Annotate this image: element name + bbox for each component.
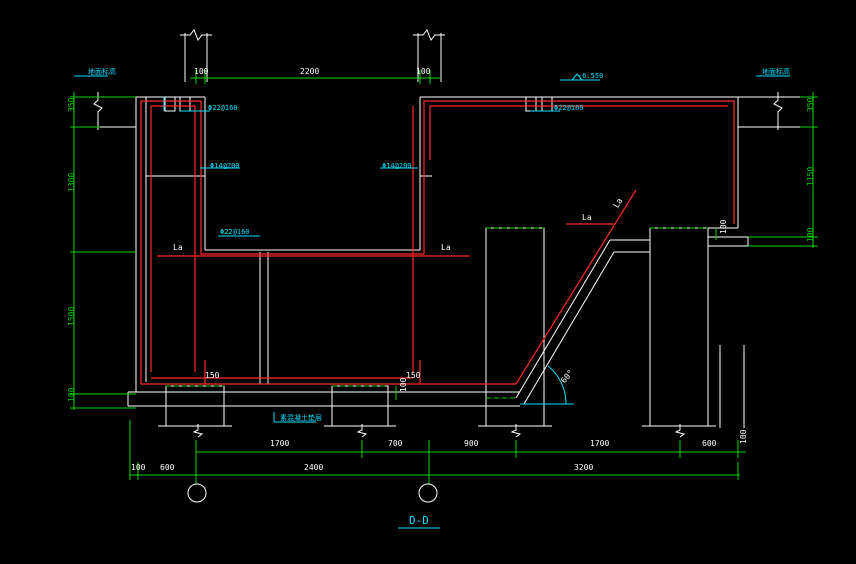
dim-base: 100 — [399, 377, 408, 392]
rebar-label-top-right: Φ22@160 — [554, 104, 584, 112]
grid-axes — [187, 440, 438, 503]
rebar-label-mid: Φ22@160 — [220, 228, 250, 236]
annotation-leaders — [74, 73, 790, 423]
la-label-right: La — [441, 243, 451, 252]
dim-bottom-6: 100 — [739, 429, 748, 444]
dim-right-low: 100 — [806, 227, 815, 242]
dim-bottom-3: 900 — [464, 439, 479, 448]
dim-bottom-row2-3: 2400 — [304, 463, 323, 472]
dim-left-mid: 1300 — [67, 173, 76, 192]
dim-left-top: 350 — [67, 97, 76, 112]
dim-bottom-row2-4: 3200 — [574, 463, 593, 472]
text-labels: 100 2200 100 -6.550 地面标高 地面标高 素混凝土垫层 Φ22… — [67, 67, 815, 527]
dim-right-mid: 1150 — [806, 167, 815, 186]
dim-left-low: 1500 — [67, 307, 76, 326]
elevation-label: -6.550 — [578, 72, 603, 80]
dim-step: 100 — [719, 219, 728, 234]
dim-bottom-2: 700 — [388, 439, 403, 448]
dim-top-left: 100 — [194, 67, 209, 76]
dim-top-middle: 2200 — [300, 67, 319, 76]
dimension-lines — [70, 70, 818, 480]
rebar-label-wall-right: Φ14@200 — [382, 162, 412, 170]
la-label-slope-a: La — [582, 213, 592, 222]
note-left: 地面标高 — [88, 67, 116, 76]
section-title: D-D — [409, 514, 429, 527]
dim-top-right: 100 — [416, 67, 431, 76]
axis-bubble-right — [418, 483, 438, 503]
la-label-left: La — [173, 243, 183, 252]
corner-label-left: 150 — [205, 371, 220, 380]
angle-label: 60° — [559, 368, 575, 385]
corner-label-right: 150 — [406, 371, 421, 380]
dim-bottom-4: 1700 — [590, 439, 609, 448]
note-right: 地面标高 — [762, 67, 790, 76]
rebar-label-top-left: Φ22@160 — [208, 104, 238, 112]
concrete-outline — [78, 29, 800, 438]
dim-left-bottom: 100 — [67, 387, 76, 402]
axis-bubble-left — [187, 483, 207, 503]
dashed-outlines — [166, 227, 708, 399]
dim-right-top: 350 — [806, 97, 815, 112]
la-label-slope-b: La — [612, 196, 625, 209]
dim-bottom-5: 600 — [702, 439, 717, 448]
rebar-label-wall-left: Φ14@200 — [210, 162, 240, 170]
dim-bottom-row2-2: 600 — [160, 463, 175, 472]
note-bottom: 素混凝土垫层 — [280, 413, 322, 422]
dim-bottom-1: 1700 — [270, 439, 289, 448]
rebar-lines — [140, 100, 735, 385]
dim-bottom-row2-1: 100 — [131, 463, 146, 472]
